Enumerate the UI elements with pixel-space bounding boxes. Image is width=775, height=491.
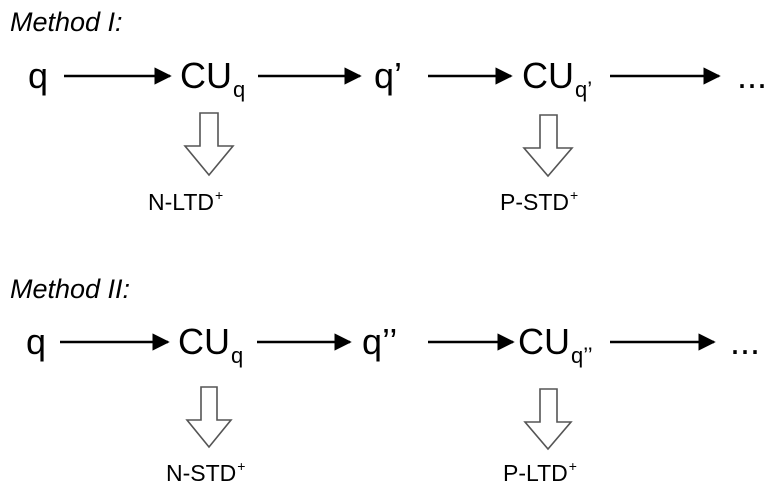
m1-output-nltd: N-LTD+ (148, 187, 224, 215)
m2-output-pltd: P-LTD+ (503, 458, 577, 486)
m2-down-arrow-1 (185, 386, 233, 449)
m2-node-cuqdouble: CUq’’ (518, 321, 593, 368)
m2-node-qdouble: q’’ (362, 321, 398, 362)
m1-node-ellipsis: ... (737, 55, 768, 96)
method-1-title: Method I: (10, 7, 123, 37)
m2-node-q: q (26, 321, 47, 362)
m1-output-pstd: P-STD+ (500, 187, 579, 215)
m2-output-nstd: N-STD+ (166, 458, 246, 486)
m2-down-arrow-2 (523, 388, 573, 451)
m2-node-ellipsis: ... (730, 321, 761, 362)
m2-node-cuq: CUq (178, 321, 244, 368)
m1-node-q: q (28, 55, 49, 96)
m1-node-qprime: q’ (374, 55, 403, 96)
m1-node-cuq: CUq (180, 55, 246, 102)
m1-down-arrow-2 (522, 114, 574, 178)
m1-down-arrow-1 (183, 112, 235, 177)
method-2-title: Method II: (10, 274, 131, 304)
m1-node-cuqprime: CUq’ (522, 55, 593, 102)
